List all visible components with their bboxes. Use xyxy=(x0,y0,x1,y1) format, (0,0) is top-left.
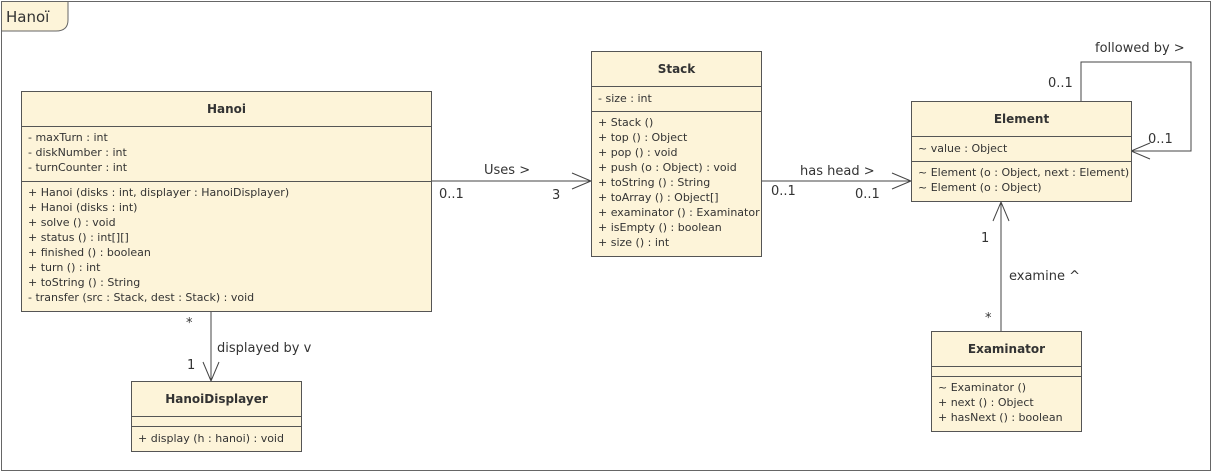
has-head-target-mult: 0..1 xyxy=(855,187,880,202)
element-operation: ~ Element (o : Object) xyxy=(918,181,1042,194)
class-hanoi[interactable]: Hanoi - maxTurn : int - diskNumber : int… xyxy=(21,91,432,312)
followed-by-line xyxy=(1080,61,1192,152)
stack-operation: + toString () : String xyxy=(598,176,710,189)
frame-tab xyxy=(1,1,69,32)
examine-source-mult: * xyxy=(985,311,992,326)
hanoi-displayer-operation: + display (h : hanoi) : void xyxy=(138,432,284,445)
class-stack-name: Stack xyxy=(658,62,697,76)
stack-operation: + push (o : Object) : void xyxy=(598,161,737,174)
hanoi-attribute: - maxTurn : int xyxy=(28,131,108,144)
class-hanoi-box xyxy=(21,91,432,312)
uses-source-mult: 0..1 xyxy=(439,187,464,202)
displayed-by-target-mult: 1 xyxy=(187,358,195,373)
followed-by-label: followed by > xyxy=(1095,41,1185,56)
element-operation: ~ Element (o : Object, next : Element) xyxy=(918,166,1129,179)
class-element-box xyxy=(911,101,1132,202)
element-attribute: ~ value : Object xyxy=(918,142,1008,155)
stack-operation: + top () : Object xyxy=(598,131,688,144)
frame-title: Hanoï xyxy=(6,8,50,26)
stack-operation: + examinator () : Examinator xyxy=(598,206,760,219)
hanoi-operation: - transfer (src : Stack, dest : Stack) :… xyxy=(28,291,254,304)
hanoi-operation: + Hanoi (disks : int) xyxy=(28,201,137,214)
displayed-by-label: displayed by v xyxy=(217,341,312,356)
hanoi-operation: + finished () : boolean xyxy=(28,246,151,259)
class-element[interactable]: Element ~ value : Object ~ Element (o : … xyxy=(911,101,1132,202)
class-element-name: Element xyxy=(994,112,1050,126)
stack-operation: + pop () : void xyxy=(598,146,677,159)
examine-target-mult: 1 xyxy=(981,231,989,246)
examine-label: examine ^ xyxy=(1009,269,1080,284)
followed-by-target-mult: 0..1 xyxy=(1148,132,1173,147)
class-examinator-box xyxy=(931,331,1082,432)
relation-displayed-by: displayed by v * 1 xyxy=(186,311,312,383)
relation-examine: examine ^ * 1 xyxy=(981,200,1080,331)
class-hanoi-name: Hanoi xyxy=(207,102,246,116)
class-examinator[interactable]: Examinator ~ Examinator () + next () : O… xyxy=(931,331,1082,432)
stack-attribute: - size : int xyxy=(598,92,653,105)
examinator-operation: + hasNext () : boolean xyxy=(938,411,1063,424)
displayed-by-source-mult: * xyxy=(186,316,193,331)
hanoi-attribute: - diskNumber : int xyxy=(28,146,128,159)
uses-label: Uses > xyxy=(484,163,530,178)
uses-target-mult: 3 xyxy=(552,188,560,203)
hanoi-operation: + turn () : int xyxy=(28,261,101,274)
followed-by-source-mult: 0..1 xyxy=(1048,76,1073,91)
hanoi-operation: + toString () : String xyxy=(28,276,140,289)
examinator-operation: ~ Examinator () xyxy=(938,381,1026,394)
stack-operation: + toArray () : Object[] xyxy=(598,191,719,204)
hanoi-operation: + Hanoi (disks : int, displayer : HanoiD… xyxy=(28,186,289,199)
has-head-source-mult: 0..1 xyxy=(771,184,796,199)
class-stack-box xyxy=(591,51,762,257)
stack-operation: + Stack () xyxy=(598,116,653,129)
has-head-label: has head > xyxy=(800,164,875,179)
examinator-operation: + next () : Object xyxy=(938,396,1034,409)
hanoi-operation: + status () : int[][] xyxy=(28,231,129,244)
hanoi-operation: + solve () : void xyxy=(28,216,116,229)
class-stack[interactable]: Stack - size : int + Stack () + top () :… xyxy=(591,51,762,257)
class-examinator-name: Examinator xyxy=(968,342,1045,356)
stack-operation: + isEmpty () : boolean xyxy=(598,221,722,234)
relation-has-head: has head > 0..1 0..1 xyxy=(761,164,913,202)
class-hanoi-displayer-name: HanoiDisplayer xyxy=(165,392,268,406)
hanoi-attribute: - turnCounter : int xyxy=(28,161,128,174)
class-hanoi-displayer[interactable]: HanoiDisplayer + display (h : hanoi) : v… xyxy=(131,381,302,452)
stack-operation: + size () : int xyxy=(598,236,670,249)
